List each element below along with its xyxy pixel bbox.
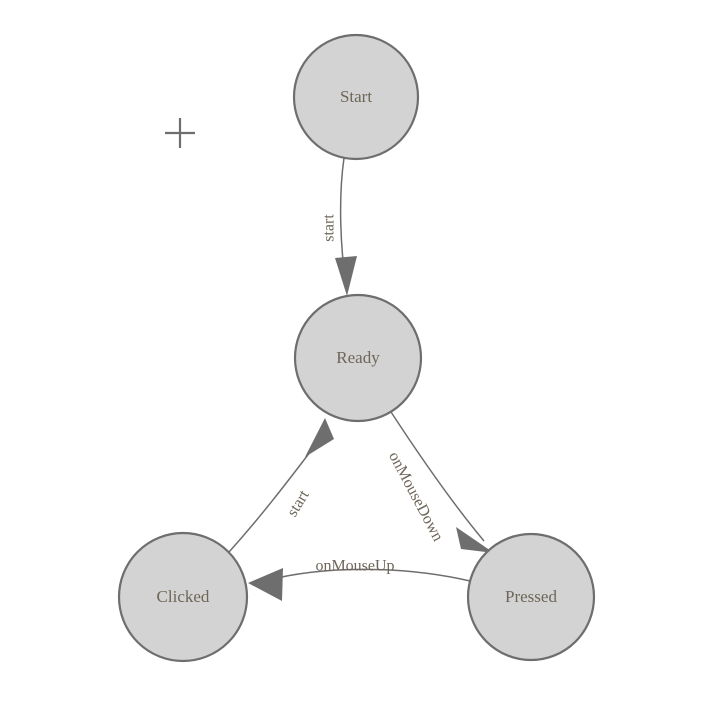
plus-marker-icon[interactable] [165,118,195,148]
node-shape [292,33,420,161]
node-clicked[interactable]: Clicked [117,531,249,663]
edge-label-clicked-to-ready: start [284,487,313,520]
node-ready[interactable]: Ready [293,293,423,423]
node-label: Start [340,87,372,106]
edge-line [264,568,471,582]
arrowhead-icon [248,568,283,601]
edge-label-pressed-to-clicked: onMouseUp [315,558,394,575]
edge-line [390,411,485,542]
node-pressed[interactable]: Pressed [466,532,596,662]
edge-start-to-ready[interactable] [335,157,357,296]
node-shape [293,293,423,423]
edge-ready-to-pressed[interactable] [390,411,494,553]
edge-label-start-to-ready: start [321,214,338,242]
arrowhead-icon [456,527,494,553]
arrowhead-icon [335,256,357,296]
edge-pressed-to-clicked[interactable] [248,568,471,601]
node-label: Pressed [505,587,557,606]
edge-label-ready-to-pressed: onMouseDown [385,449,446,544]
node-start[interactable]: Start [292,33,420,161]
arrowhead-icon [305,418,334,457]
node-shape [466,532,596,662]
node-label: Clicked [157,587,210,606]
node-shape [117,531,249,663]
edge-clicked-to-ready[interactable] [228,418,334,553]
node-label: Ready [336,348,380,367]
